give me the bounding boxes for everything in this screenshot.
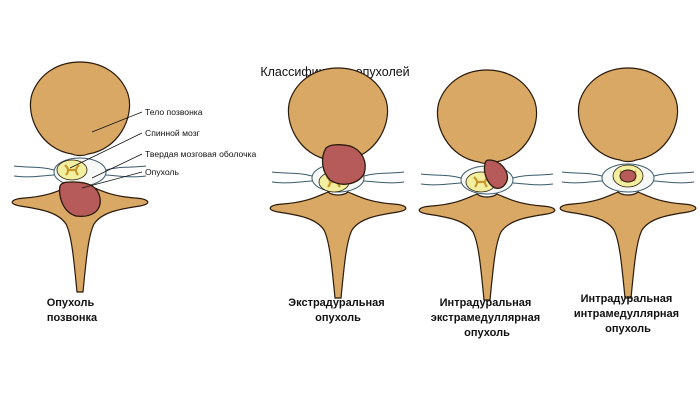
caption-line: Интрадуральная — [440, 297, 532, 309]
callout-lines — [69, 111, 143, 189]
callout-vertebral-body: Тело позвонка — [145, 107, 203, 117]
callout-dura-mater: Твердая мозговая оболочка — [145, 149, 257, 159]
caption-line: Интрадуральная — [581, 293, 673, 305]
caption-line: позвонка — [47, 312, 98, 324]
callout-tumor: Опухоль — [145, 167, 179, 177]
figure-vertebral-tumor — [11, 61, 149, 293]
caption-extradural-tumor: Экстрадуральная опухоль — [288, 297, 387, 324]
caption-line: опухоль — [464, 327, 510, 339]
caption-line: опухоль — [315, 312, 361, 324]
tumor-shape — [483, 159, 509, 189]
caption-line: Опухоль — [47, 297, 95, 309]
callout-spinal-cord: Спинной мозг — [145, 128, 200, 138]
caption-vertebral-tumor: Опухоль позвонка — [47, 297, 98, 324]
figure-intradural-extramedullary-tumor — [418, 69, 556, 301]
tumor-shape — [619, 169, 637, 183]
spinal-cord-shape — [55, 158, 89, 182]
caption-intradural-extramedullary-tumor: Интрадуральная экстрамедуллярная опухоль — [431, 297, 543, 339]
caption-line: опухоль — [605, 323, 651, 335]
figure-extradural-tumor — [269, 67, 407, 299]
figure-intradural-intramedullary-tumor — [559, 67, 697, 299]
caption-line: Экстрадуральная — [288, 297, 384, 309]
caption-line: интрамедуллярная — [574, 308, 679, 320]
tumor-shape — [321, 144, 366, 185]
caption-intradural-intramedullary-tumor: Интрадуральная интрамедуллярная опухоль — [574, 293, 682, 335]
tumor-shape — [58, 181, 101, 218]
caption-line: экстрамедуллярная — [431, 312, 540, 324]
